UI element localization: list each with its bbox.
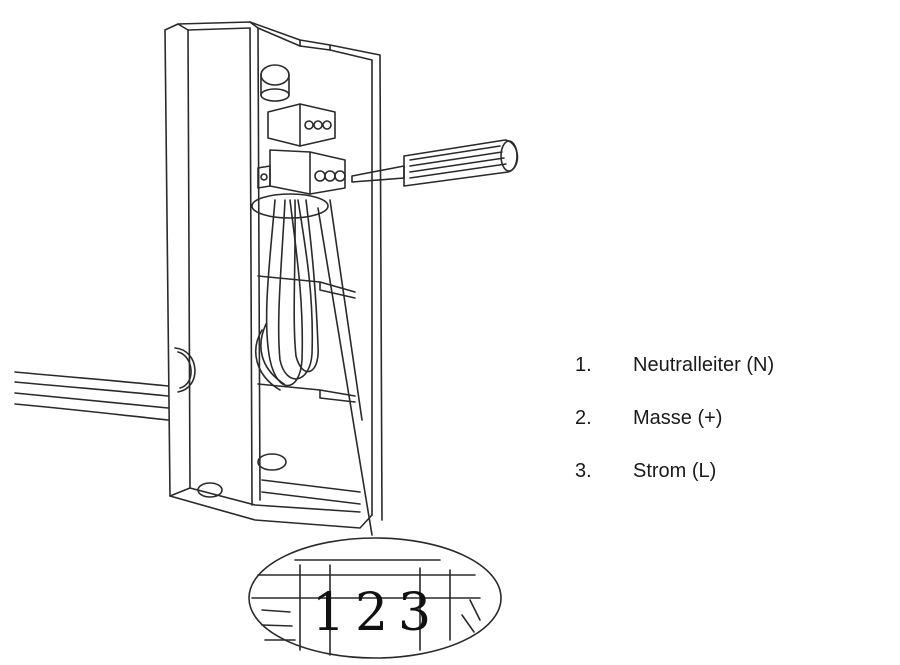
wiring-legend: 1. Neutralleiter (N) 2. Masse (+) 3. Str…	[575, 352, 774, 511]
junction-box-housing	[164, 21, 383, 529]
legend-label: Masse (+)	[633, 407, 723, 429]
legend-item-neutral: 1. Neutralleiter (N)	[575, 352, 774, 405]
legend-number: 3.	[575, 460, 592, 482]
terminal-block-lower	[257, 149, 346, 195]
interior-ribs	[257, 275, 356, 403]
terminal-block-upper	[267, 103, 336, 147]
legend-number: 2.	[575, 407, 592, 429]
screwdriver	[351, 139, 519, 187]
zoom-digit-1: 1	[312, 583, 345, 643]
legend-item-live: 3. Strom (L)	[575, 458, 774, 511]
legend-number: 1.	[575, 354, 592, 376]
zoom-digits: 1 2 3	[312, 583, 431, 643]
zoom-detail-circle	[248, 537, 502, 659]
power-cable	[14, 371, 169, 421]
legend-label: Neutralleiter (N)	[633, 354, 775, 376]
zoom-digit-3: 3	[398, 583, 431, 643]
internal-wires	[251, 193, 329, 391]
legend-label: Strom (L)	[633, 460, 717, 482]
legend-item-ground: 2. Masse (+)	[575, 405, 774, 458]
zoom-callout-lines	[317, 199, 373, 536]
zoom-digit-2: 2	[355, 583, 388, 643]
